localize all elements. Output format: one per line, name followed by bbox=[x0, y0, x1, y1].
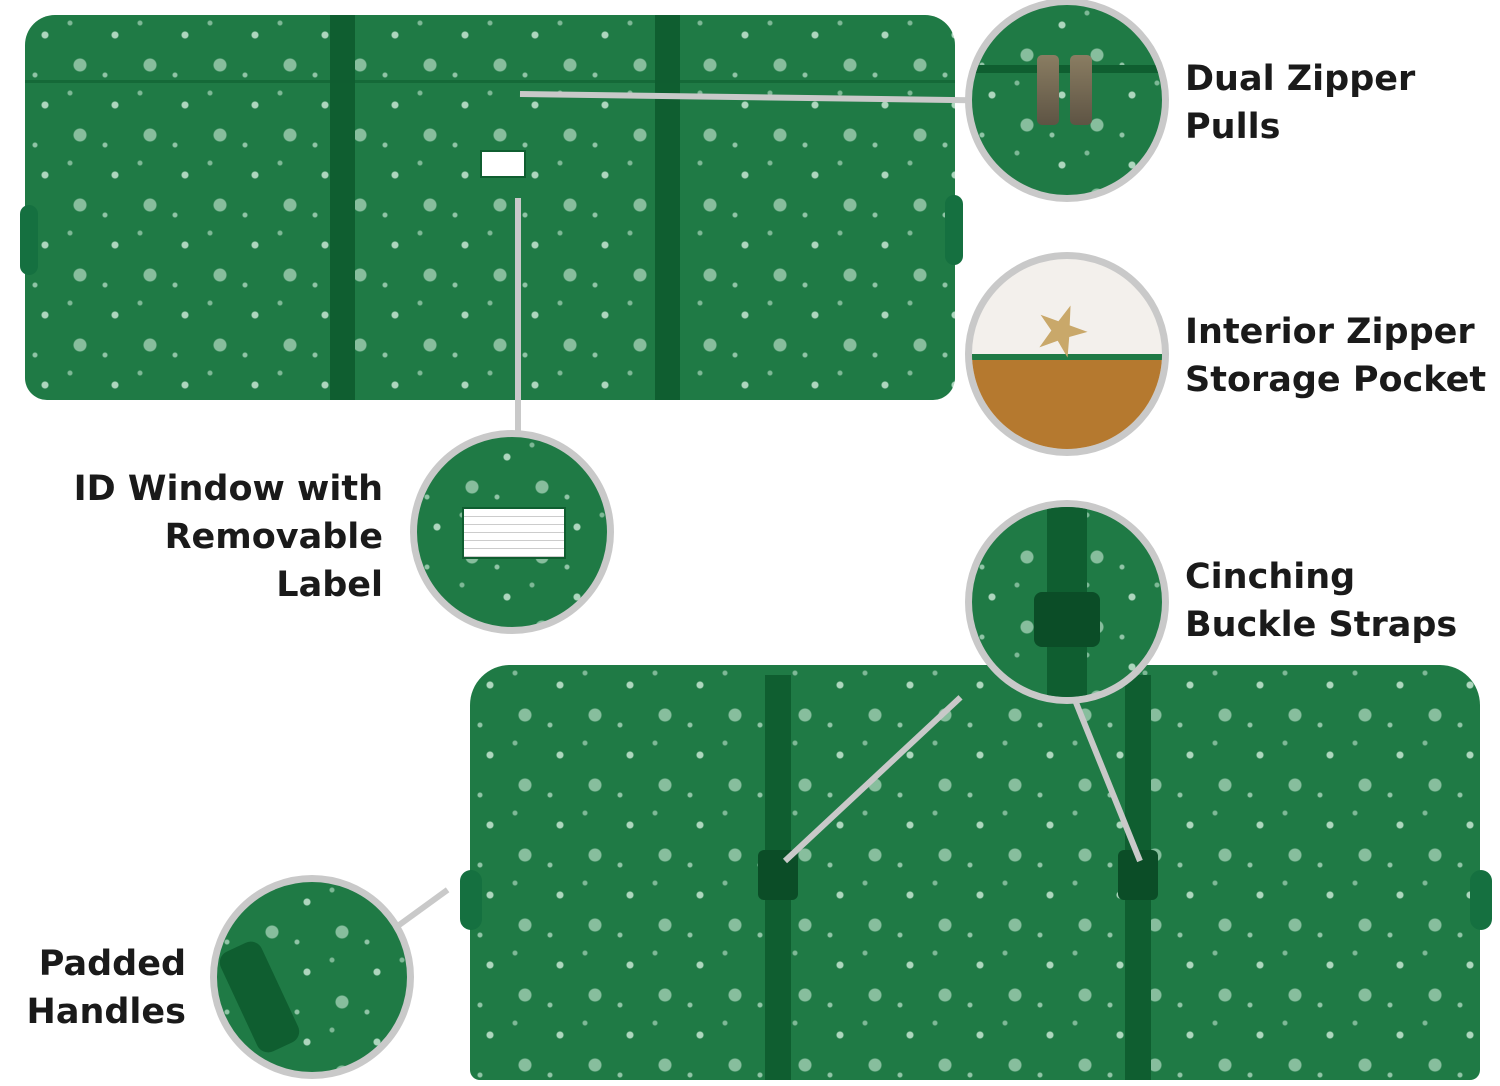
padded-handle bbox=[217, 937, 304, 1057]
side-handle bbox=[1470, 870, 1492, 930]
label-interior-pocket: Interior Zipper Storage Pocket bbox=[1185, 312, 1487, 400]
zipper-seam bbox=[25, 80, 955, 83]
storage-bag-top-view bbox=[25, 15, 955, 400]
padded-handle-closeup bbox=[210, 875, 414, 1079]
zipper-pull bbox=[1070, 55, 1092, 125]
id-window bbox=[480, 150, 526, 178]
side-handle bbox=[460, 870, 482, 930]
side-handle bbox=[20, 205, 38, 275]
label-padded-handles: Padded Handles bbox=[26, 944, 186, 1032]
buckle bbox=[1034, 592, 1100, 647]
star-ornament bbox=[1030, 297, 1094, 361]
callout-line-handles bbox=[393, 887, 450, 931]
buckle-strap-closeup bbox=[965, 500, 1169, 704]
zipper-pulls-closeup bbox=[965, 0, 1169, 202]
carry-strap bbox=[655, 15, 680, 400]
id-window-closeup bbox=[410, 430, 614, 634]
label-dual-zipper: Dual Zipper Pulls bbox=[1185, 59, 1416, 147]
interior-pocket-closeup bbox=[965, 252, 1169, 456]
zipper-pull bbox=[1037, 55, 1059, 125]
callout-line-id-window bbox=[515, 198, 521, 438]
side-handle bbox=[945, 195, 963, 265]
label-buckle-straps: Cinching Buckle Straps bbox=[1185, 557, 1458, 645]
id-label bbox=[462, 507, 566, 559]
label-id-window: ID Window with Removable Label bbox=[73, 469, 383, 605]
carry-strap bbox=[330, 15, 355, 400]
storage-bag-side-view bbox=[470, 665, 1480, 1080]
